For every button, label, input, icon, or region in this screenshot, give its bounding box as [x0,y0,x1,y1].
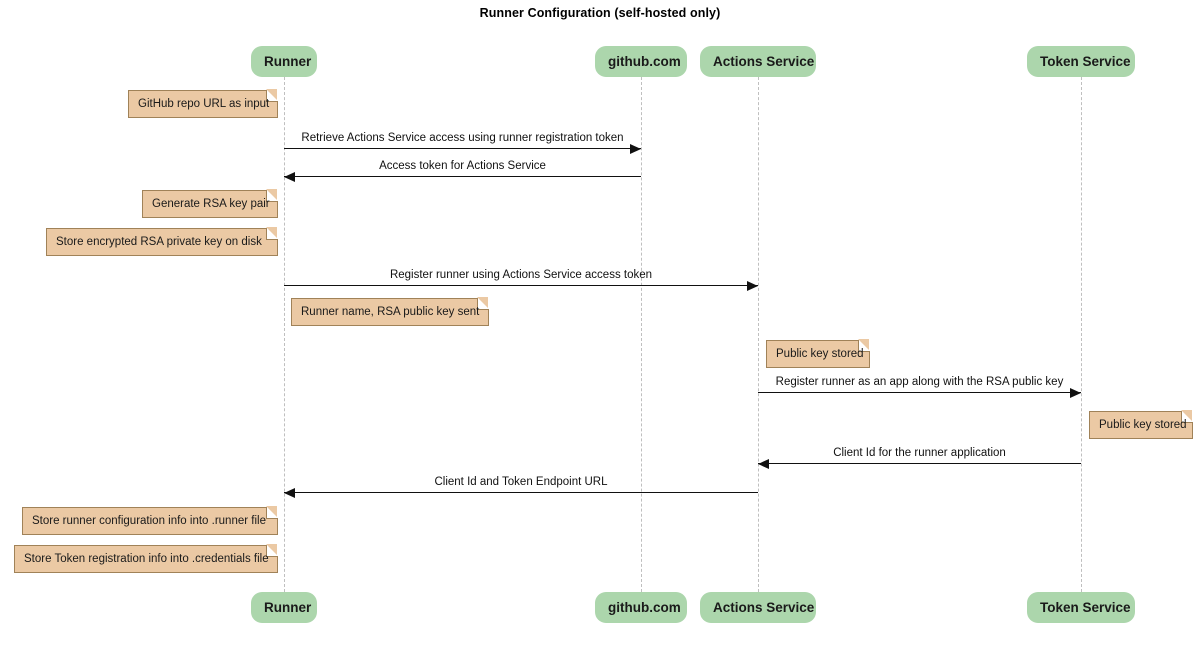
lifeline-github [641,77,642,592]
participant-label: Actions Service [713,54,815,69]
lifeline-runner [284,77,285,592]
note-public-key-stored-actions: Public key stored [766,339,870,368]
note-fold-corner-icon [266,89,278,102]
note-github-repo-url: GitHub repo URL as input [128,89,278,118]
message-line [758,392,1081,393]
note-store-runner-config: Store runner configuration info into .ru… [22,506,278,535]
note-store-private-key: Store encrypted RSA private key on disk [46,227,278,256]
note-generate-rsa: Generate RSA key pair [142,189,278,218]
note-text: Public key stored [776,348,864,360]
participant-label: Actions Service [713,600,815,615]
note-text: Store encrypted RSA private key on disk [56,236,262,248]
participant-actions-bottom[interactable]: Actions Service [700,592,816,623]
note-store-token-registration: Store Token registration info into .cred… [14,544,278,573]
message-line [758,463,1081,464]
participant-label: Token Service [1040,600,1131,615]
note-text: Generate RSA key pair [152,198,270,210]
arrow-head-right-icon [630,143,641,154]
message-label: Client Id and Token Endpoint URL [434,476,608,488]
arrow-head-left-icon [758,458,769,469]
message-label: Register runner as an app along with the… [775,376,1064,388]
note-fold-corner-icon [266,189,278,202]
note-text: Store Token registration info into .cred… [24,553,269,565]
participant-github-top[interactable]: github.com [595,46,687,77]
participant-runner-bottom[interactable]: Runner [251,592,317,623]
participant-label: github.com [608,54,681,69]
note-text: Public key stored [1099,419,1187,431]
note-fold-corner-icon [266,506,278,519]
note-text: Store runner configuration info into .ru… [32,515,266,527]
message-line [284,148,641,149]
participant-token-top[interactable]: Token Service [1027,46,1135,77]
lifeline-actions [758,77,759,592]
participant-github-bottom[interactable]: github.com [595,592,687,623]
note-fold-corner-icon [858,339,870,352]
arrow-head-left-icon [284,171,295,182]
arrow-head-right-icon [747,280,758,291]
message-label: Access token for Actions Service [379,160,546,172]
note-text: Runner name, RSA public key sent [301,306,480,318]
participant-label: Runner [264,600,312,615]
message-label: Retrieve Actions Service access using ru… [301,132,624,144]
participant-actions-top[interactable]: Actions Service [700,46,816,77]
note-public-key-stored-token: Public key stored [1089,410,1193,439]
message-label: Register runner using Actions Service ac… [389,269,653,281]
message-label: Client Id for the runner application [833,447,1006,459]
note-fold-corner-icon [266,544,278,557]
arrow-head-left-icon [284,487,295,498]
participant-runner-top[interactable]: Runner [251,46,317,77]
participant-label: Runner [264,54,312,69]
message-line [284,492,758,493]
participant-token-bottom[interactable]: Token Service [1027,592,1135,623]
note-fold-corner-icon [1181,410,1193,423]
message-line [284,285,758,286]
participant-label: Token Service [1040,54,1131,69]
note-fold-corner-icon [266,227,278,240]
message-line [284,176,641,177]
lifeline-token [1081,77,1082,592]
note-fold-corner-icon [477,297,489,310]
note-runner-name-pubkey: Runner name, RSA public key sent [291,297,489,326]
page-title: Runner Configuration (self-hosted only) [479,6,721,20]
participant-label: github.com [608,600,681,615]
note-text: GitHub repo URL as input [138,98,270,110]
arrow-head-right-icon [1070,387,1081,398]
